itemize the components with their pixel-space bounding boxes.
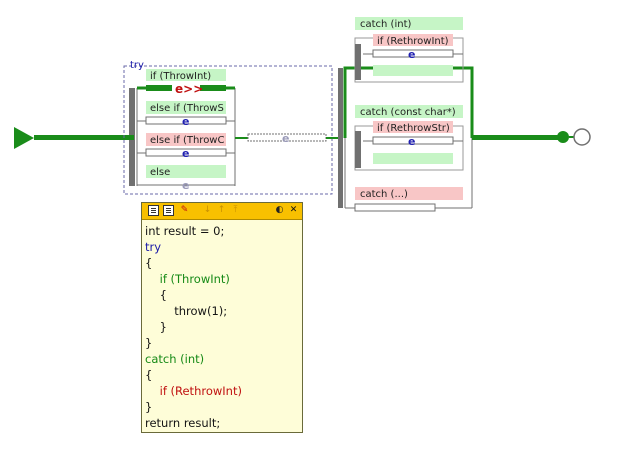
code-line: return result; [145, 416, 221, 430]
start-arrow-icon[interactable] [14, 127, 34, 149]
branch-label: if (ThrowInt) [150, 71, 211, 82]
catch-inner-label-bg[interactable] [373, 121, 453, 133]
catch-selector-bar [338, 68, 343, 208]
exit-flow-line [472, 135, 562, 140]
throw-marker: e>> [175, 82, 203, 96]
branch-label-bg[interactable] [146, 133, 226, 146]
catch-all-block[interactable] [354, 203, 436, 212]
catch-inner-bar [355, 44, 361, 80]
branch-label: else if (ThrowS [150, 103, 224, 114]
code-line: { [145, 256, 153, 270]
catch-label: catch (const char*) [360, 107, 456, 118]
document-lines-icon[interactable] [163, 205, 174, 216]
code-line: { [145, 288, 167, 302]
code-listing[interactable]: int result = 0; try { if (ThrowInt) { thro… [142, 220, 302, 431]
try-label: try [130, 60, 144, 71]
code-line: if (ThrowInt) [145, 272, 230, 286]
main-flow-line [34, 135, 126, 140]
catch-inner-bar [355, 131, 361, 168]
catch-label-bg[interactable] [355, 187, 463, 200]
end-dot-icon [557, 131, 569, 143]
branch-label: else [150, 167, 170, 178]
branch-marker: e [182, 147, 189, 160]
branch-label: else if (ThrowC [150, 135, 224, 146]
catch-inner-block[interactable] [372, 49, 454, 58]
branch-block[interactable] [145, 148, 227, 157]
arrow-down-icon[interactable]: ↓ [203, 205, 212, 215]
link-marker: e [282, 132, 289, 145]
catch-inner-marker: e [408, 48, 415, 61]
catch-inner-label: if (RethrowStr) [377, 123, 450, 134]
catch-inner-label-bg[interactable] [373, 34, 453, 46]
arrow-up-icon[interactable]: ↑ [217, 205, 226, 215]
try-entry-line [126, 135, 134, 140]
catch-inner-marker: e [408, 135, 415, 148]
catch-label: catch (...) [360, 189, 408, 200]
document-icon[interactable] [148, 205, 159, 216]
code-popup[interactable]: ✎ ↓ ↑ ⤒ ◐ ✕ int result = 0; try { if (Thro… [141, 202, 303, 433]
catch-inner-empty[interactable] [373, 65, 453, 76]
code-line: throw(1); [145, 304, 228, 318]
code-line: } [145, 400, 153, 414]
code-line: { [145, 368, 153, 382]
arrow-top-icon[interactable]: ⤒ [233, 205, 238, 215]
catch-inner-empty[interactable] [373, 153, 453, 164]
code-line: } [145, 336, 153, 350]
catch-inner-block[interactable] [372, 136, 454, 145]
throw-marker-bg [172, 82, 200, 94]
branch-label-bg[interactable] [146, 101, 226, 114]
code-line: if (RethrowInt) [145, 384, 242, 398]
branch-block[interactable] [145, 116, 227, 125]
branch-label-bg[interactable] [146, 165, 226, 178]
code-line: try [145, 240, 162, 254]
catch-label-bg[interactable] [355, 17, 463, 30]
try-region[interactable] [123, 65, 333, 195]
code-line: int result = 0; [145, 224, 225, 238]
edit-icon[interactable]: ✎ [180, 205, 189, 215]
branch-label-bg[interactable] [146, 69, 226, 81]
catch-inner-label: if (RethrowInt) [377, 36, 449, 47]
code-line: } [145, 320, 167, 334]
branch-marker: e [182, 115, 189, 128]
branch-marker: e [182, 179, 189, 192]
globe-icon[interactable]: ◐ [275, 205, 284, 215]
code-line: catch (int) [145, 352, 205, 366]
catch-label: catch (int) [360, 19, 412, 30]
catch-label-bg[interactable] [355, 105, 463, 118]
close-icon[interactable]: ✕ [289, 205, 298, 215]
end-circle-icon[interactable] [573, 128, 591, 146]
popup-toolbar: ✎ ↓ ↑ ⤒ ◐ ✕ [142, 203, 302, 220]
